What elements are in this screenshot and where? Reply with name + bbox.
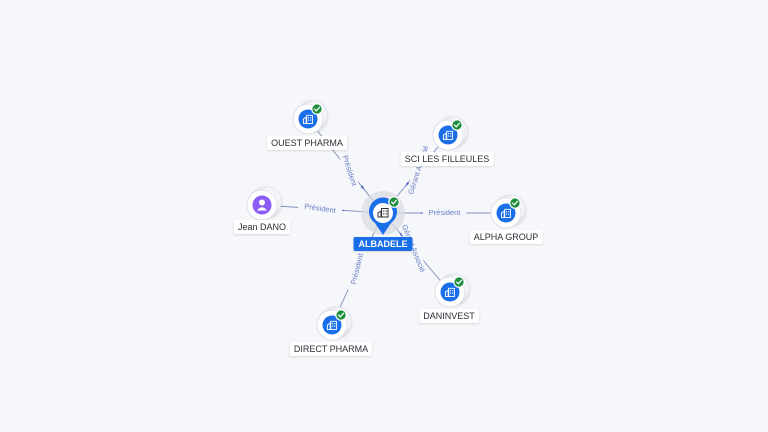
node-label-ouest-pharma[interactable]: OUEST PHARMA bbox=[267, 136, 347, 150]
node-sci[interactable] bbox=[432, 116, 468, 151]
edge-arrow bbox=[399, 232, 404, 237]
building-icon bbox=[440, 282, 460, 302]
building-icon bbox=[438, 125, 458, 145]
edge-label-bg bbox=[347, 246, 368, 292]
node-alpha[interactable] bbox=[490, 194, 526, 229]
edge-label-bg bbox=[337, 148, 361, 194]
edge-label: Président bbox=[341, 154, 360, 188]
verified-check-icon bbox=[453, 276, 465, 288]
node-direct[interactable] bbox=[316, 306, 352, 341]
building-icon bbox=[496, 203, 516, 223]
node-daninvest[interactable] bbox=[434, 273, 470, 308]
node-label-jean-dano[interactable]: Jean DANO bbox=[233, 220, 291, 234]
verified-check-icon bbox=[509, 197, 521, 209]
person-icon bbox=[252, 195, 272, 215]
node-label-direct-pharma[interactable]: DIRECT PHARMA bbox=[289, 342, 373, 356]
node-label-sci-les-filleules[interactable]: SCI LES FILLEULES bbox=[400, 152, 494, 166]
node-label-alpha-group[interactable]: ALPHA GROUP bbox=[469, 230, 543, 244]
node-ouest[interactable] bbox=[292, 100, 328, 135]
node-jean[interactable] bbox=[246, 186, 282, 221]
edge-label-bg bbox=[297, 200, 343, 217]
building-icon bbox=[298, 109, 318, 129]
edge-arrow bbox=[405, 181, 410, 187]
building-icon bbox=[322, 315, 342, 335]
edge-label-bg bbox=[422, 208, 467, 218]
verified-check-icon bbox=[388, 196, 400, 208]
verified-check-icon bbox=[451, 119, 463, 131]
center-node[interactable] bbox=[361, 191, 405, 235]
building-icon bbox=[377, 208, 389, 218]
center-node-label[interactable]: ALBADELE bbox=[353, 237, 413, 251]
edge-label: Président bbox=[304, 202, 338, 215]
edge-arrow bbox=[360, 185, 365, 190]
edge-label: Président bbox=[429, 208, 462, 217]
verified-check-icon bbox=[311, 103, 323, 115]
node-label-daninvest[interactable]: DANINVEST bbox=[419, 309, 479, 323]
verified-check-icon bbox=[335, 309, 347, 321]
edge-label: Président bbox=[349, 252, 366, 286]
